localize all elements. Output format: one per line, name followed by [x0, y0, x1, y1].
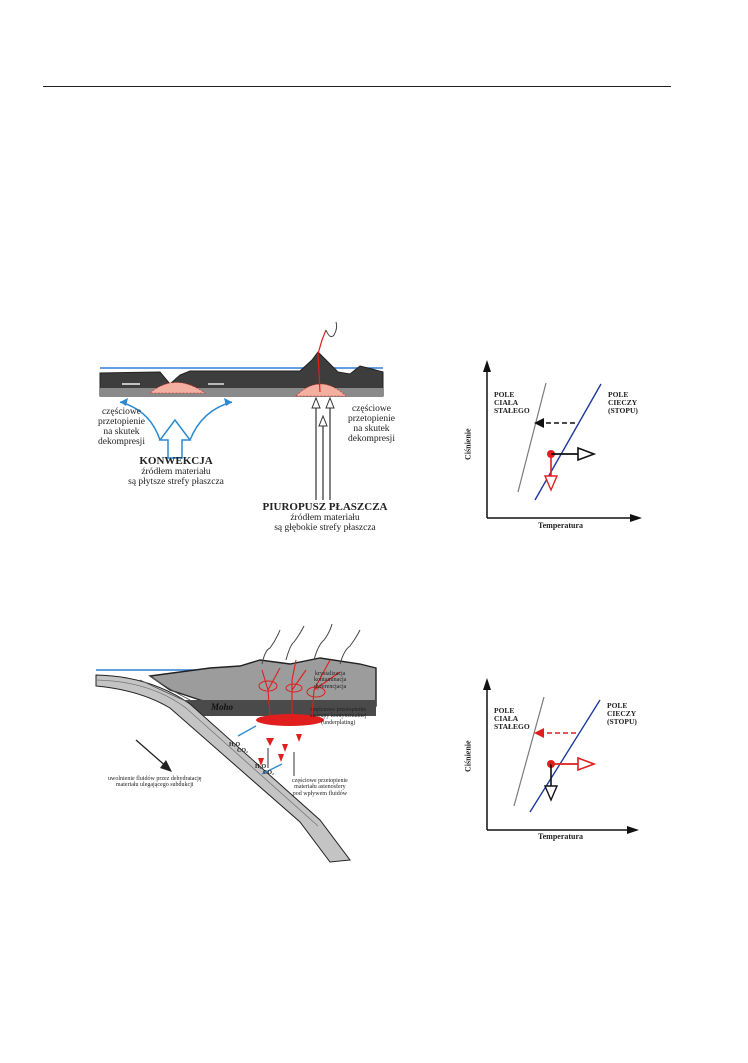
moho-band	[160, 700, 376, 716]
left-melt-zone	[149, 382, 206, 394]
pt-chart-top	[483, 360, 642, 522]
underplating-label: częściowe przetopienie skorupy kontynent…	[310, 707, 367, 726]
solid-field-label: POLE CIAŁA STAŁEGO	[494, 390, 530, 415]
ascent-arrows	[267, 748, 295, 776]
right-melt-zone	[295, 383, 347, 397]
fluid-label-upper: H₂O CO₂	[229, 742, 248, 755]
x-axis-label: Temperatura	[538, 521, 584, 530]
solidus-line	[517, 382, 547, 493]
right-melt-label: częściowe przetopienie na skutek dekompr…	[348, 404, 395, 444]
plume-arrows	[315, 402, 331, 500]
x-axis-label: Temperatura	[538, 832, 584, 841]
convection-arrow-right	[189, 401, 233, 441]
fluid-arrows	[237, 725, 283, 775]
header-rule	[43, 86, 671, 87]
subducting-slab	[95, 674, 351, 863]
plume-label: PIUROPUSZ PŁASZCZA źródłem materiału są …	[262, 501, 388, 533]
moho-label: Moho	[211, 702, 234, 712]
magma-feeders	[261, 659, 341, 717]
magma-chambers	[258, 680, 326, 698]
convection-hollow-arrow	[158, 418, 192, 459]
pt-chart-bottom	[483, 678, 639, 834]
melt-droplets	[258, 734, 302, 766]
liquid-field-label: POLE CIECZY (STOPU)	[607, 701, 637, 726]
underplating-lens	[256, 714, 324, 726]
plume-feeder	[317, 329, 327, 393]
fluids-release-label: uwolnienie fluidów przez dehydratację ma…	[108, 776, 202, 789]
liquidus-line	[534, 383, 602, 501]
solidus-line	[513, 696, 545, 807]
y-axis-label: Ciśnienie	[463, 428, 473, 460]
crystallization-label: krystalizacja kontaminacja dyferencjacja	[314, 671, 347, 690]
volcanic-plumes	[261, 623, 361, 665]
y-axis-label: Ciśnienie	[463, 740, 473, 772]
liquidus-line	[529, 699, 601, 813]
fluid-label-lower: H₂O CO₂	[255, 764, 274, 777]
liquid-field-label: POLE CIECZY (STOPU)	[608, 390, 638, 415]
subduction-arrow	[135, 739, 169, 769]
bottom-cross-section	[95, 623, 377, 863]
left-melt-label: częściowe przetopienie na skutek dekompr…	[98, 407, 145, 447]
top-cross-section	[99, 321, 384, 500]
volcanic-plume	[325, 321, 338, 338]
mantle-melt-label: częściowe przetopienie materiału astenos…	[292, 778, 348, 797]
solid-field-label: POLE CIAŁA STAŁEGO	[494, 706, 530, 731]
convection-label: KONWEKCJA źródłem materiału są płytsze s…	[128, 455, 224, 487]
